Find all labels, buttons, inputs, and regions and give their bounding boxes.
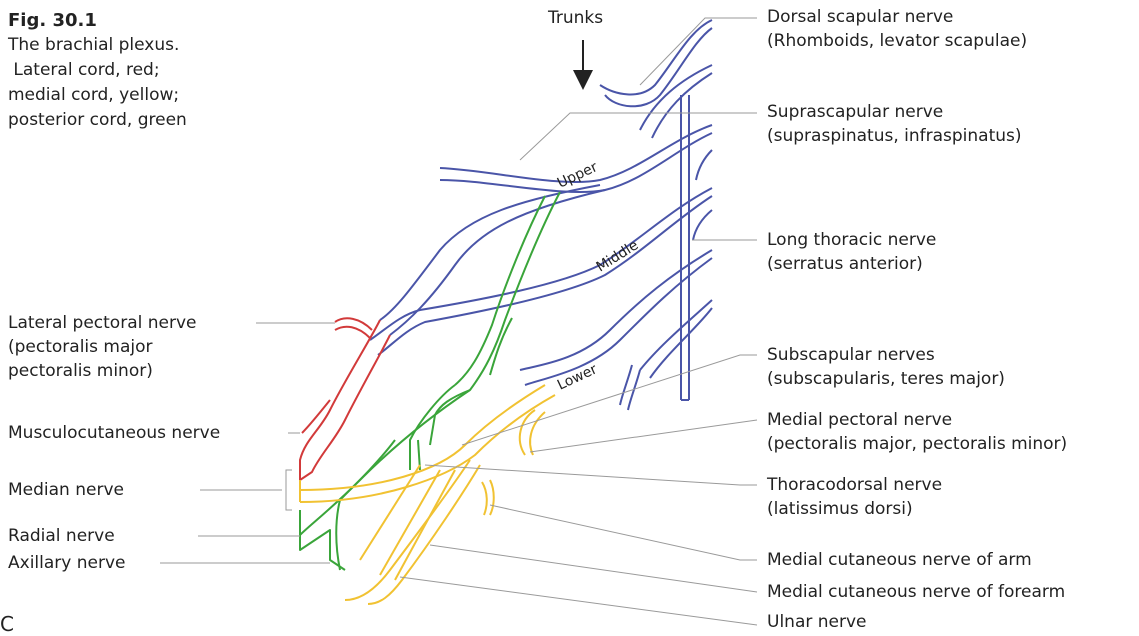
- label-axillary: Axillary nerve: [8, 551, 125, 575]
- label-lateral-pectoral-line2: (pectoralis major: [8, 335, 197, 359]
- leader-medial-cutaneous-forearm: [430, 545, 757, 592]
- label-thoracodorsal-muscles: (latissimus dorsi): [767, 497, 942, 521]
- root-c5: [600, 20, 712, 94]
- medial-cord: [300, 385, 555, 604]
- spine-line: [681, 95, 689, 400]
- label-medial-pectoral-name: Medial pectoral nerve: [767, 408, 1067, 432]
- posterior-cord: [300, 192, 560, 570]
- median-bracket: [286, 470, 292, 510]
- label-dorsal-scapular-name: Dorsal scapular nerve: [767, 5, 1027, 29]
- caption-line-2: Lateral cord, red;: [8, 58, 187, 83]
- label-lateral-pectoral-line3: pectoralis minor): [8, 359, 197, 383]
- trunk-label-lower: Lower: [555, 361, 600, 393]
- label-lateral-pectoral: Lateral pectoral nerve (pectoralis major…: [8, 311, 197, 383]
- label-radial: Radial nerve: [8, 524, 115, 548]
- ulnar-branch: [345, 460, 470, 600]
- middle-trunk: [370, 188, 712, 340]
- label-subscapular-name: Subscapular nerves: [767, 343, 1005, 367]
- roots-and-trunks: [370, 20, 712, 410]
- label-trunks: Trunks: [548, 6, 603, 30]
- edge-fragment: C: [0, 612, 14, 636]
- label-suprascapular: Suprascapular nerve (supraspinatus, infr…: [767, 100, 1022, 148]
- lateral-cord: [300, 318, 390, 480]
- label-medial-cutaneous-forearm: Medial cutaneous nerve of forearm: [767, 580, 1065, 604]
- caption-line-3: medial cord, yellow;: [8, 83, 187, 108]
- label-musculocutaneous: Musculocutaneous nerve: [8, 421, 220, 445]
- leader-medial-pectoral: [530, 420, 757, 452]
- leader-lines: [160, 18, 757, 625]
- axillary-branch: [336, 500, 340, 570]
- label-medial-cutaneous-arm: Medial cutaneous nerve of arm: [767, 548, 1032, 572]
- label-dorsal-scapular: Dorsal scapular nerve (Rhomboids, levato…: [767, 5, 1027, 53]
- label-suprascapular-muscles: (supraspinatus, infraspinatus): [767, 124, 1022, 148]
- label-ulnar: Ulnar nerve: [767, 610, 867, 634]
- caption-line-4: posterior cord, green: [8, 108, 187, 133]
- label-thoracodorsal-name: Thoracodorsal nerve: [767, 473, 942, 497]
- label-medial-pectoral-muscles: (pectoralis major, pectoralis minor): [767, 432, 1067, 456]
- trunk-label-middle: Middle: [594, 237, 642, 275]
- label-thoracodorsal: Thoracodorsal nerve (latissimus dorsi): [767, 473, 942, 521]
- leader-subscapular: [462, 355, 757, 445]
- leader-medial-cutaneous-arm: [490, 505, 757, 560]
- label-medial-pectoral: Medial pectoral nerve (pectoralis major,…: [767, 408, 1067, 456]
- label-lateral-pectoral-name: Lateral pectoral nerve: [8, 311, 197, 335]
- label-median: Median nerve: [8, 478, 124, 502]
- figure-caption: Fig. 30.1 The brachial plexus. Lateral c…: [8, 8, 187, 133]
- label-suprascapular-name: Suprascapular nerve: [767, 100, 1022, 124]
- label-subscapular: Subscapular nerves (subscapularis, teres…: [767, 343, 1005, 391]
- label-subscapular-muscles: (subscapularis, teres major): [767, 367, 1005, 391]
- label-long-thoracic-name: Long thoracic nerve: [767, 228, 936, 252]
- figure-number: Fig. 30.1: [8, 8, 187, 33]
- label-long-thoracic: Long thoracic nerve (serratus anterior): [767, 228, 936, 276]
- caption-line-1: The brachial plexus.: [8, 33, 187, 58]
- leader-suprascapular: [520, 113, 757, 160]
- label-long-thoracic-muscles: (serratus anterior): [767, 252, 936, 276]
- label-dorsal-scapular-muscles: (Rhomboids, levator scapulae): [767, 29, 1027, 53]
